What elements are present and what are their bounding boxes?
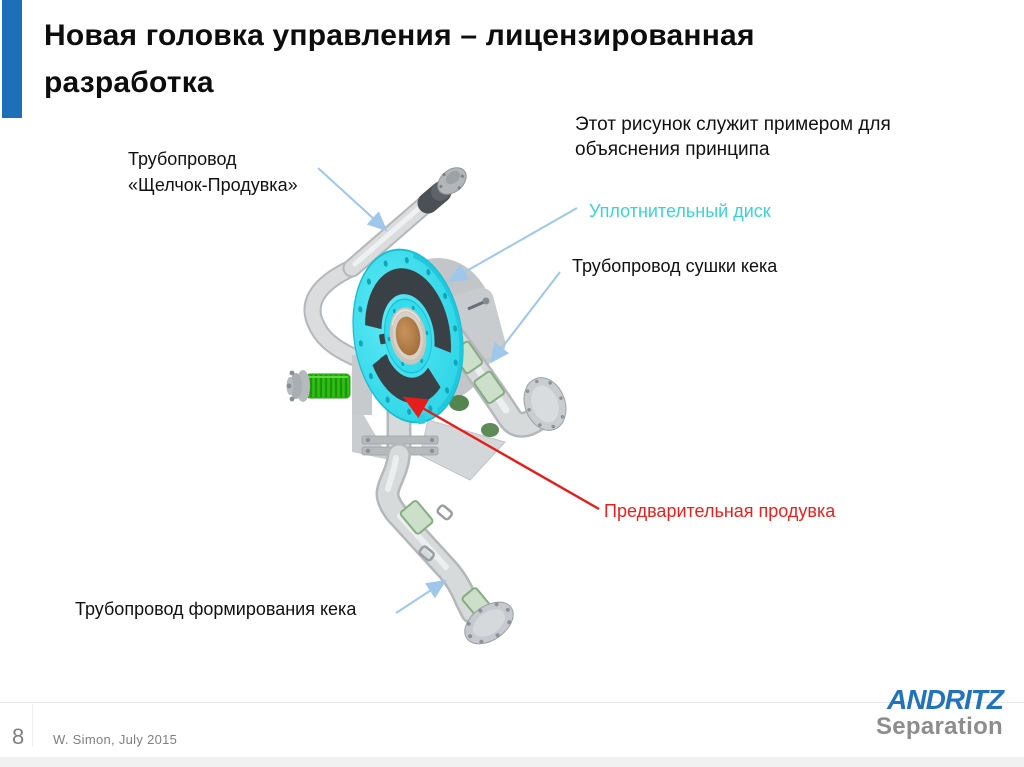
label-sealing-disc: Уплотнительный диск <box>589 201 771 221</box>
sealing-disc-graphic <box>352 248 464 425</box>
label-cake-formation-pipe: Трубопровод формирования кека <box>75 599 357 619</box>
arrow-cake-formation <box>395 579 447 614</box>
arrow-cake-drying <box>489 271 561 364</box>
footer-divider <box>0 702 1024 703</box>
label-cake-drying-pipe: Трубопровод сушки кека <box>572 256 778 276</box>
cake-drying-pipe-graphic <box>439 323 567 438</box>
title-accent-bar <box>2 0 22 118</box>
label-klick-blowout-pipe: Трубопровод «Щелчок-Продувка» <box>128 149 298 195</box>
arrow-sealing-disc <box>447 207 578 282</box>
intro-note: Этот рисунок служит примером для объясне… <box>575 114 891 160</box>
arrow-klick-blowout <box>317 167 388 232</box>
bellows-coupling-graphic <box>286 355 372 415</box>
arrow-pre-blowout <box>402 396 600 511</box>
andritz-logo: ANDRITZ Separation <box>875 684 1004 740</box>
label-pre-blowout: Предварительная продувка <box>604 501 836 521</box>
klick-blowout-pipe-graphic <box>303 167 467 366</box>
housing-body-graphic <box>352 258 506 481</box>
logo-brand-text: ANDRITZ <box>887 684 1004 715</box>
footer-tick-divider <box>32 704 33 746</box>
footer-credit: W. Simon, July 2015 <box>53 732 178 747</box>
slide-title: Новая головка управления – лицензированн… <box>44 19 755 99</box>
page-number: 8 <box>12 724 25 749</box>
logo-division-text: Separation <box>875 713 1003 740</box>
cake-formation-pipe-graphic <box>361 395 514 645</box>
bottom-edge-strip <box>0 757 1024 767</box>
